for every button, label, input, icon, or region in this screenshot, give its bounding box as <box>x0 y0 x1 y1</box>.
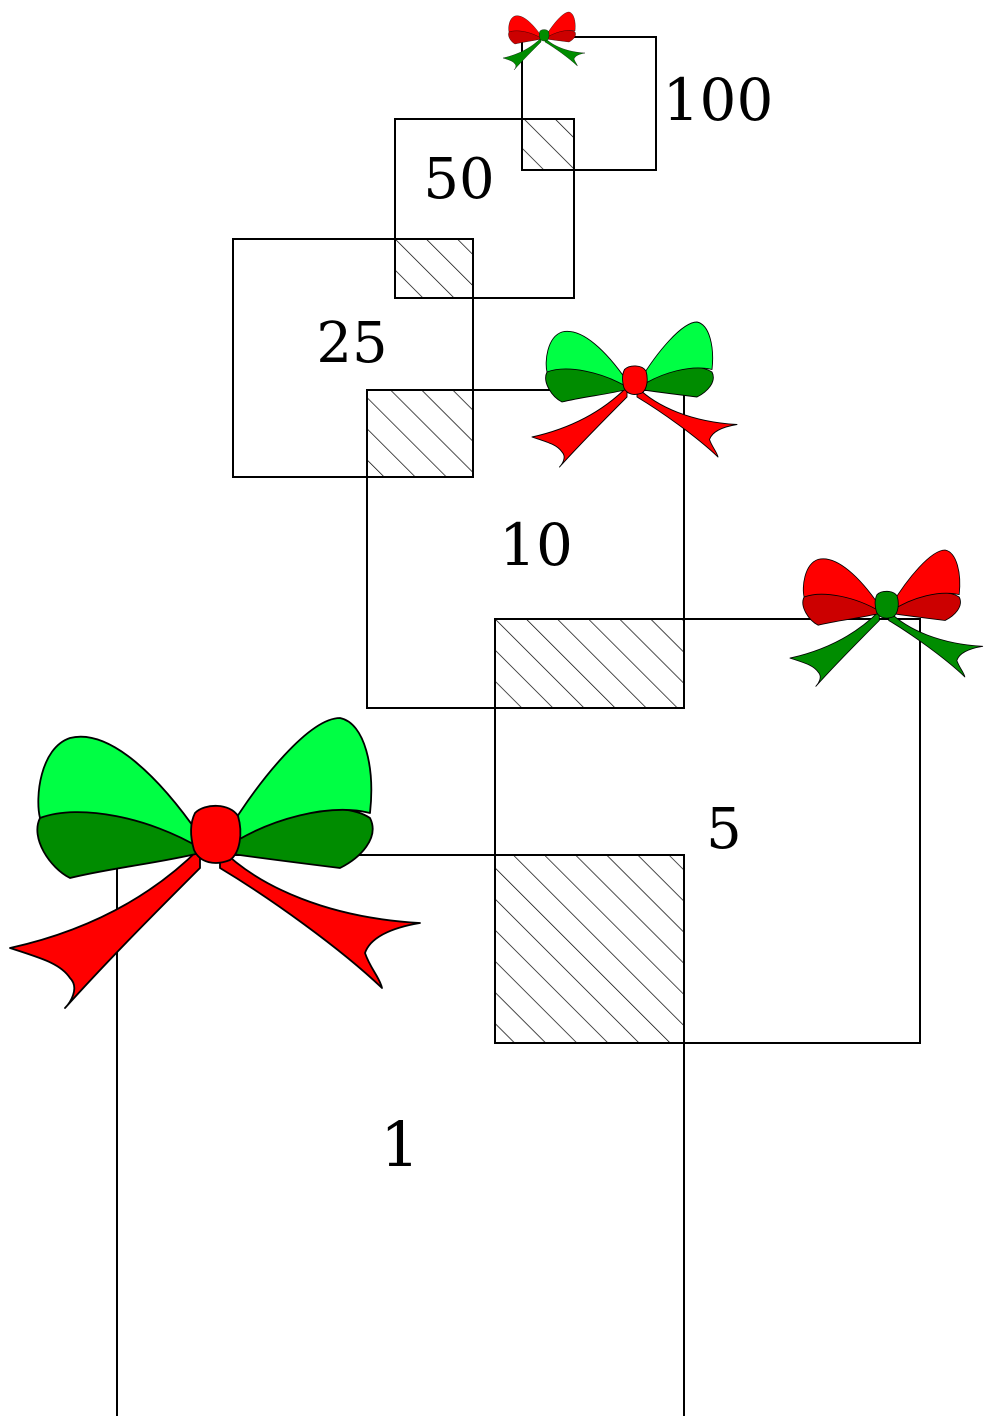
bow-icon <box>503 12 585 70</box>
bow-icon <box>532 322 737 467</box>
box-50-label: 50 <box>423 147 494 212</box>
box-5-label: 5 <box>706 797 742 862</box>
overlap-1-5 <box>495 855 684 1043</box>
box-1-label: 1 <box>380 1108 419 1181</box>
overlap-25-50 <box>395 239 473 298</box>
overlap-10-25 <box>367 390 473 477</box>
bow-icon <box>790 550 983 686</box>
box-10-label: 10 <box>499 511 573 579</box>
box-25-label: 25 <box>316 311 387 376</box>
box-100-label: 100 <box>663 66 774 134</box>
overlap-50-100 <box>522 119 574 170</box>
overlap-5-10 <box>495 619 684 708</box>
bow-icon <box>10 718 420 1008</box>
